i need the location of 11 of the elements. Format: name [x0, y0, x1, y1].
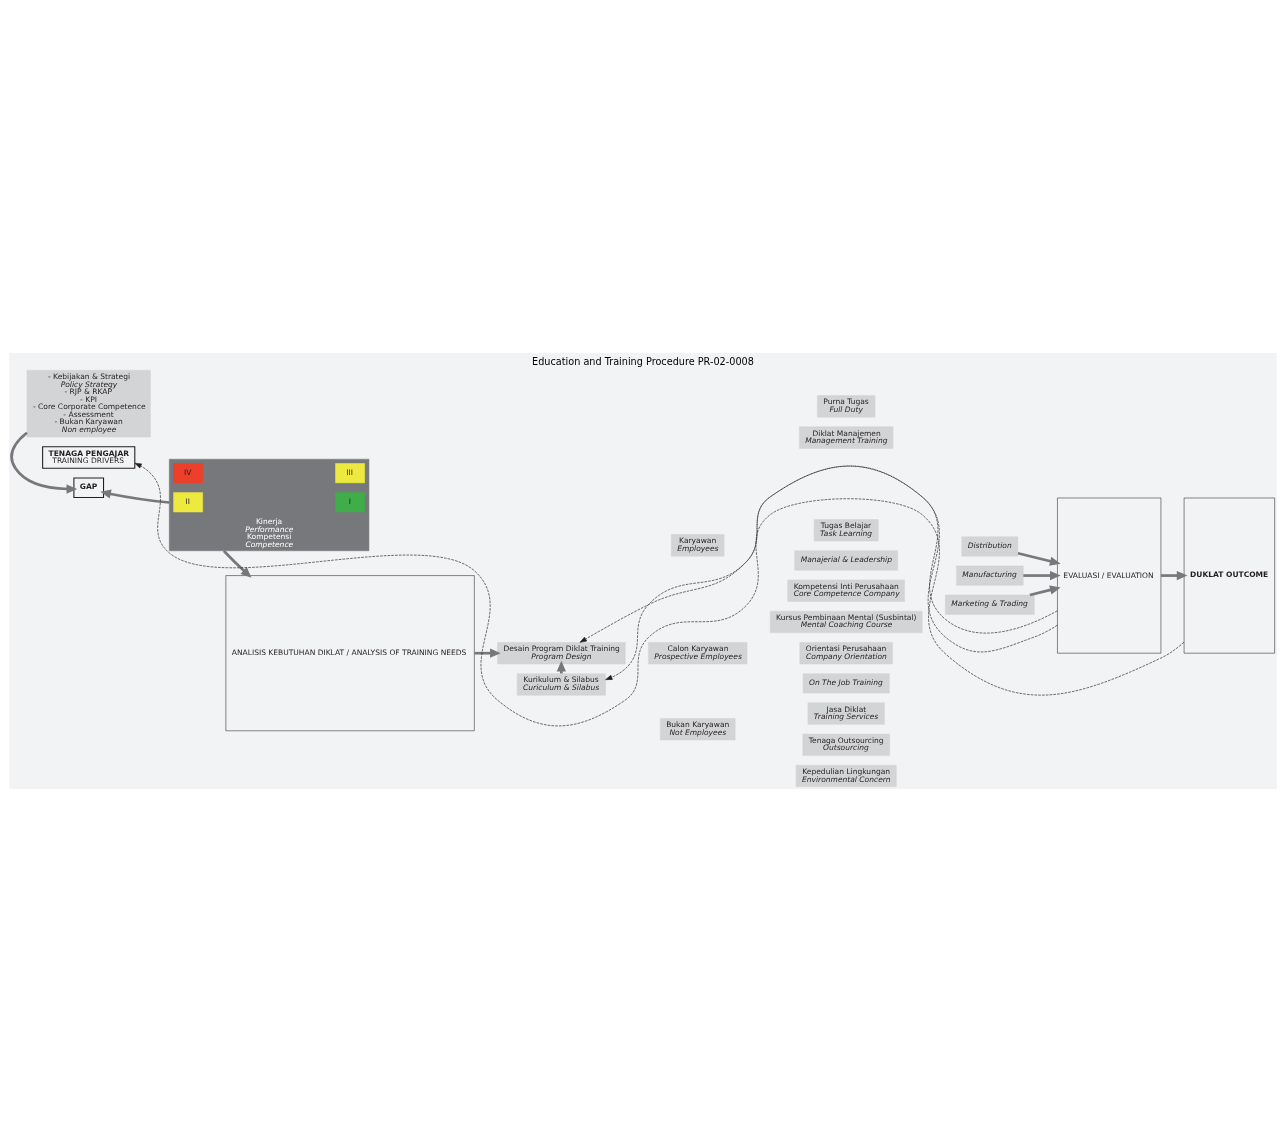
arrow	[579, 465, 1058, 653]
arrow	[9, 431, 77, 494]
arrow	[1160, 570, 1187, 581]
arrow	[604, 465, 1058, 680]
arrow	[473, 648, 501, 658]
arrow	[1029, 585, 1061, 597]
arrow	[222, 549, 251, 578]
arrow	[1022, 570, 1061, 581]
arrow	[99, 489, 169, 504]
diagram-title: Education and Training Procedure PR-02-0008	[531, 356, 754, 368]
arrow	[1017, 551, 1061, 566]
